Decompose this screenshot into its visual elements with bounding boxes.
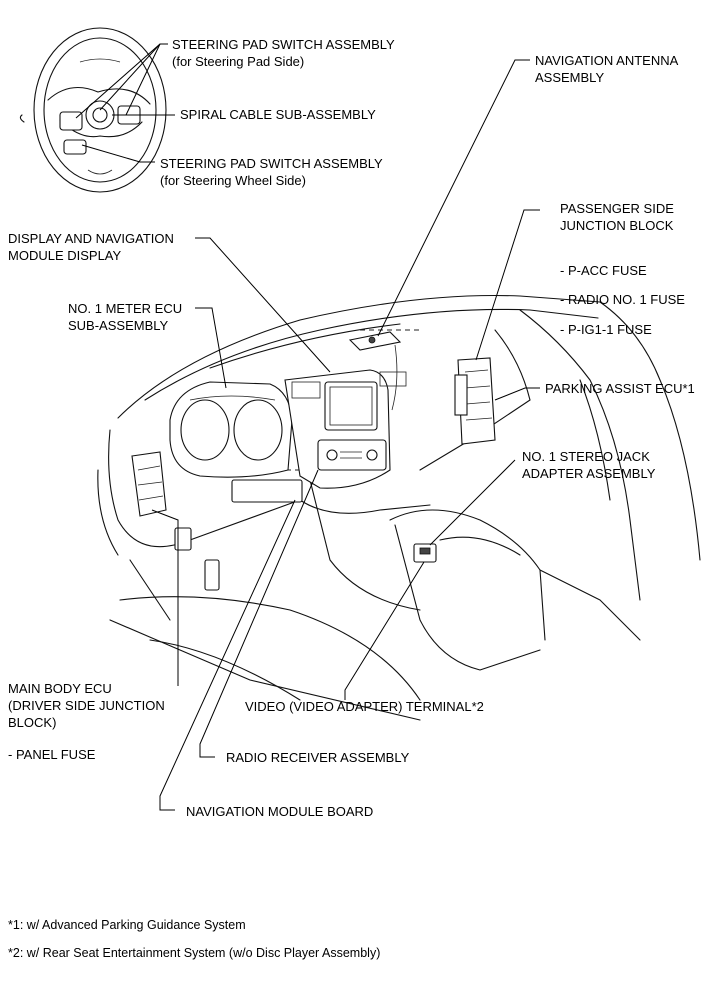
passenger-junction-block (454, 357, 496, 445)
steering-wheel-inset (19, 27, 167, 193)
leader-lines (75, 43, 540, 811)
label-passenger-junction-block: PASSENGER SIDE JUNCTION BLOCK (560, 200, 674, 234)
navigation-antenna (348, 331, 402, 411)
label-line: ADAPTER ASSEMBLY (522, 466, 656, 481)
label-line: JUNCTION BLOCK (560, 218, 674, 233)
label-line: STEERING PAD SWITCH ASSEMBLY (160, 156, 383, 171)
label-line: DISPLAY AND NAVIGATION (8, 231, 174, 246)
label-video-terminal: VIDEO (VIDEO ADAPTER) TERMINAL*2 (245, 699, 484, 714)
label-line: NO. 1 METER ECU (68, 301, 183, 316)
label-line: (DRIVER SIDE JUNCTION (8, 698, 165, 713)
label-meter-ecu: NO. 1 METER ECU SUB-ASSEMBLY (68, 300, 182, 334)
label-line: (for Steering Wheel Side) (160, 173, 306, 188)
label-line: (for Steering Pad Side) (172, 54, 305, 69)
label-navigation-antenna: NAVIGATION ANTENNA ASSEMBLY (535, 52, 678, 86)
label-radio-receiver: RADIO RECEIVER ASSEMBLY (226, 750, 410, 765)
meter-cluster (169, 381, 293, 478)
label-main-body-ecu: MAIN BODY ECU (DRIVER SIDE JUNCTION BLOC… (8, 680, 165, 731)
label-fuse-p-ig1-1: - P-IG1-1 FUSE (560, 322, 652, 337)
footnote-1: *1: w/ Advanced Parking Guidance System (8, 918, 246, 932)
label-spiral-cable: SPIRAL CABLE SUB-ASSEMBLY (180, 107, 376, 122)
label-parking-assist-ecu: PARKING ASSIST ECU*1 (545, 381, 695, 396)
main-body-ecu (131, 451, 167, 517)
label-display-navigation-module: DISPLAY AND NAVIGATION MODULE DISPLAY (8, 230, 174, 264)
label-steering-pad-switch-wheel-side: STEERING PAD SWITCH ASSEMBLY (for Steeri… (160, 155, 383, 189)
label-line: MAIN BODY ECU (8, 681, 112, 696)
label-line: ASSEMBLY (535, 70, 605, 85)
label-line: BLOCK) (8, 715, 57, 730)
center-stack (231, 369, 407, 503)
dashboard-body (97, 294, 701, 721)
label-line: MODULE DISPLAY (8, 248, 122, 263)
stereo-jack-adapter (413, 543, 437, 563)
label-fuse-radio-no1: - RADIO NO. 1 FUSE (560, 292, 685, 307)
footnote-2: *2: w/ Rear Seat Entertainment System (w… (8, 946, 381, 960)
label-line: PASSENGER SIDE (560, 201, 674, 216)
label-line: NAVIGATION ANTENNA (535, 53, 679, 68)
label-line: SUB-ASSEMBLY (68, 318, 169, 333)
label-line: NO. 1 STEREO JACK (522, 449, 650, 464)
label-stereo-jack-adapter: NO. 1 STEREO JACK ADAPTER ASSEMBLY (522, 448, 655, 482)
label-navigation-module-board: NAVIGATION MODULE BOARD (186, 804, 374, 819)
label-panel-fuse: - PANEL FUSE (8, 747, 96, 762)
label-steering-pad-switch-pad-side: STEERING PAD SWITCH ASSEMBLY (for Steeri… (172, 36, 395, 70)
label-fuse-p-acc: - P-ACC FUSE (560, 263, 647, 278)
label-line: STEERING PAD SWITCH ASSEMBLY (172, 37, 395, 52)
